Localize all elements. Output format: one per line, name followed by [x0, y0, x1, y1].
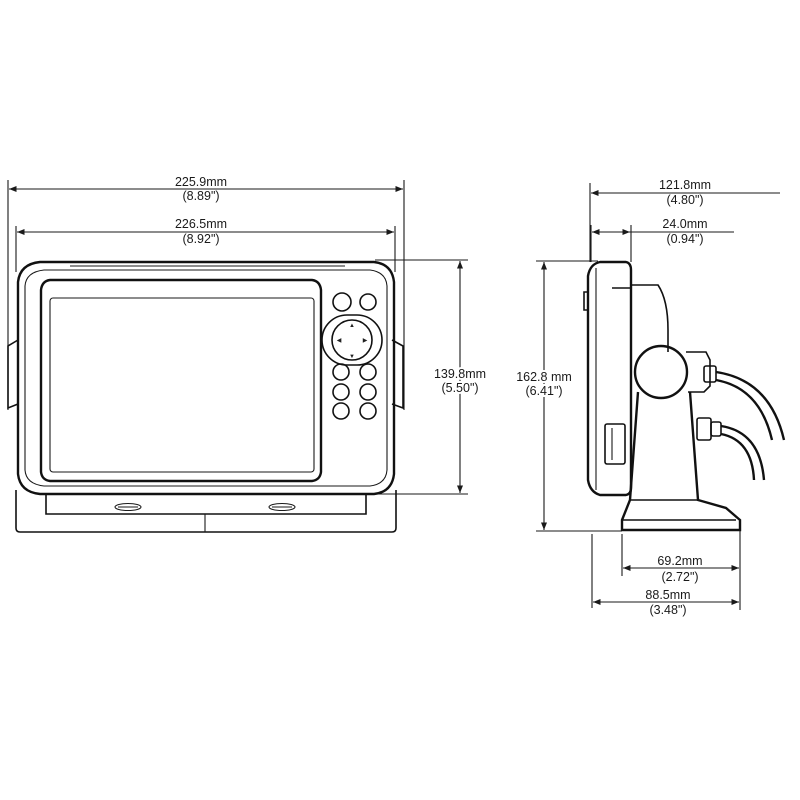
bracket-depth-in-label: (2.72"): [661, 570, 698, 584]
side-view: 121.8mm (4.80") 24.0mm (0.94") 162.8 mm …: [514, 178, 786, 617]
keypad-button: [332, 383, 350, 401]
mount-knob: [633, 344, 689, 400]
overall-width-in-label: (8.89"): [182, 189, 219, 203]
body-width-mm-label: 226.5mm: [175, 217, 227, 231]
keypad-button: [359, 363, 377, 381]
body-width-in-label: (8.92"): [182, 232, 219, 246]
overall-depth-mm-label: 121.8mm: [659, 178, 711, 192]
dpad-down-arrow-icon: ▼: [349, 354, 355, 360]
side-port: [604, 423, 626, 465]
keypad-button-top-left: [332, 292, 352, 312]
base-depth-in-label: (3.48"): [649, 603, 686, 617]
overall-height-mm-label: 162.8 mm: [516, 370, 572, 384]
overall-depth-in-label: (4.80"): [666, 193, 703, 207]
unit-side-profile: [583, 260, 669, 497]
mounting-base: [15, 490, 397, 533]
bracket-depth-mm-label: 69.2mm: [657, 554, 702, 568]
bezel-depth-in-label: (0.94"): [666, 232, 703, 246]
unit-housing: [16, 260, 396, 496]
dpad: [331, 319, 373, 361]
base-depth-mm-label: 88.5mm: [645, 588, 690, 602]
mount-bracket-side: [620, 344, 742, 532]
dpad-up-arrow-icon: ▲: [349, 323, 355, 329]
dpad-surround: [321, 314, 383, 366]
bezel-depth-mm-label: 24.0mm: [662, 217, 707, 231]
display-screen: [39, 278, 323, 483]
body-height-mm-label: 139.8mm: [434, 367, 486, 381]
cables: [715, 370, 786, 481]
front-view: 225.9mm (8.89") 226.5mm (8.92") 139.8mm …: [7, 175, 488, 533]
keypad-button: [359, 383, 377, 401]
keypad-button-top-right: [359, 293, 377, 311]
keypad-button: [359, 402, 377, 420]
bracket-arms: [7, 339, 404, 410]
dpad-left-arrow-icon: ◀: [337, 338, 342, 344]
body-height-in-label: (5.50"): [441, 381, 478, 395]
keypad: ▲ ▼ ◀ ▶: [321, 292, 383, 420]
dpad-right-arrow-icon: ▶: [363, 338, 368, 344]
keypad-button: [332, 402, 350, 420]
overall-height-in-label: (6.41"): [525, 384, 562, 398]
overall-width-mm-label: 225.9mm: [175, 175, 227, 189]
keypad-button: [332, 363, 350, 381]
